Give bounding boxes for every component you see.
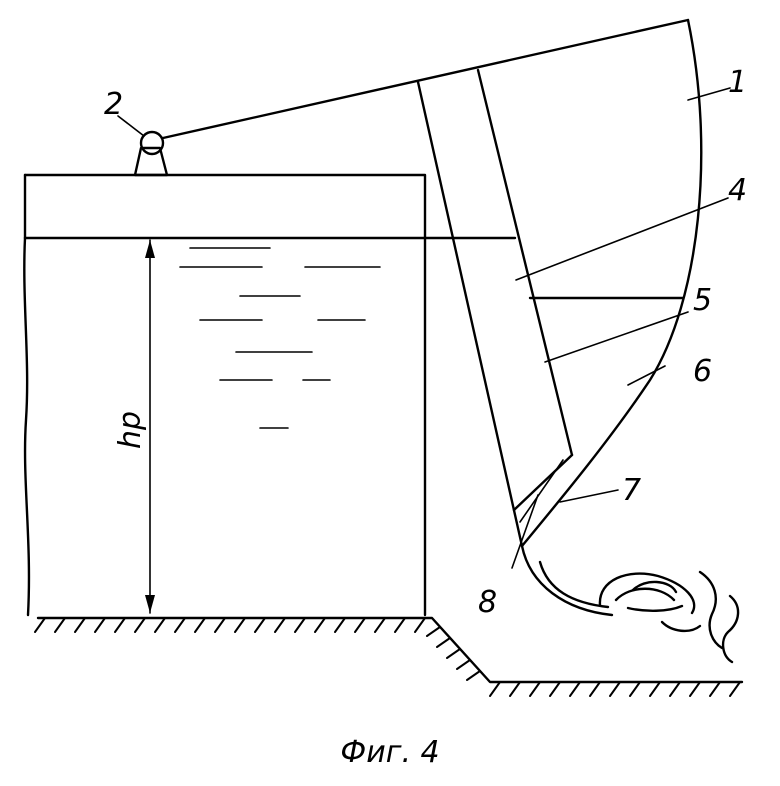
reservoir-outline (23, 173, 427, 617)
figure-caption: Фиг. 4 (340, 735, 439, 770)
callouts: 1 4 5 6 7 8 (478, 65, 747, 620)
callout-1: 1 (728, 65, 747, 100)
water-ripples (179, 247, 381, 429)
dimension-hp: hp (113, 239, 155, 614)
arrow-up-icon (145, 240, 155, 258)
gate-skin-curve (520, 18, 703, 548)
gate-arm (161, 18, 690, 140)
partition-wall-4 (476, 68, 574, 457)
callout-6: 6 (693, 354, 712, 389)
callout-5: 5 (693, 283, 712, 318)
dimension-label-hp: hp (113, 411, 148, 449)
reservoir-body (23, 173, 517, 617)
callout-7: 7 (622, 473, 641, 508)
bottom-plate-7 (512, 453, 574, 512)
ground (34, 616, 744, 697)
hinge: 2 (104, 87, 169, 177)
ground-hatching (34, 617, 741, 697)
ground-line (36, 616, 744, 684)
sector-gate (161, 18, 703, 548)
callout-4: 4 (728, 173, 747, 208)
flap-8 (519, 459, 564, 523)
callout-2: 2 (104, 87, 123, 122)
gate-inner-face (416, 80, 524, 548)
arrow-down-icon (145, 595, 155, 613)
hinge-pin-icon (139, 130, 165, 156)
reservoir-left-break-line (23, 236, 31, 617)
outflow-jet (520, 544, 740, 664)
callout-8: 8 (478, 585, 497, 620)
